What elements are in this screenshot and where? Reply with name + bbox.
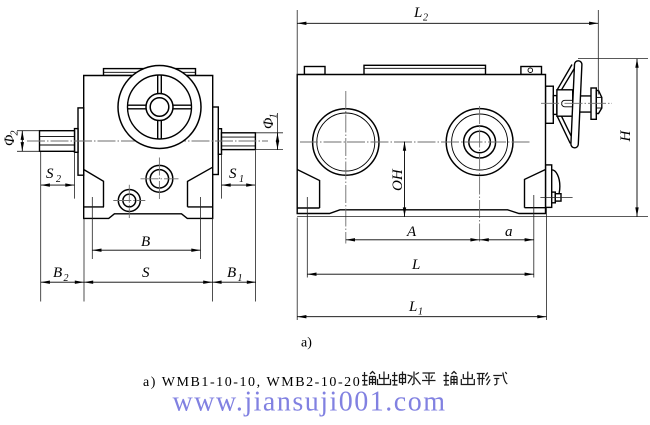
svg-text:OH: OH xyxy=(390,168,406,191)
svg-text:2: 2 xyxy=(56,174,61,185)
svg-text:Φ: Φ xyxy=(2,134,18,146)
svg-text:H: H xyxy=(618,130,634,143)
svg-text:L: L xyxy=(413,5,422,21)
svg-text:1: 1 xyxy=(238,273,243,284)
svg-text:2: 2 xyxy=(423,13,428,24)
svg-text:1: 1 xyxy=(239,174,244,185)
svg-text:Φ: Φ xyxy=(261,117,277,129)
svg-text:S: S xyxy=(46,166,54,182)
svg-text:a: a xyxy=(505,224,513,240)
svg-text:1: 1 xyxy=(418,307,423,318)
svg-text:a) WMB1-10-10, WMB2-10-20: a) WMB1-10-10, WMB2-10-20 xyxy=(143,375,361,390)
svg-text:S: S xyxy=(229,166,237,182)
svg-text:B: B xyxy=(227,265,236,281)
svg-text:www.jiansuji001.com: www.jiansuji001.com xyxy=(173,387,447,418)
svg-text:B: B xyxy=(141,234,150,250)
svg-text:2: 2 xyxy=(10,131,21,136)
svg-text:B: B xyxy=(53,265,62,281)
svg-text:a): a) xyxy=(301,336,312,351)
svg-text:L: L xyxy=(411,257,420,273)
svg-text:2: 2 xyxy=(64,273,69,284)
svg-text:1: 1 xyxy=(269,114,280,119)
svg-text:A: A xyxy=(406,224,417,240)
svg-text:L: L xyxy=(408,299,417,315)
svg-text:S: S xyxy=(142,265,150,281)
